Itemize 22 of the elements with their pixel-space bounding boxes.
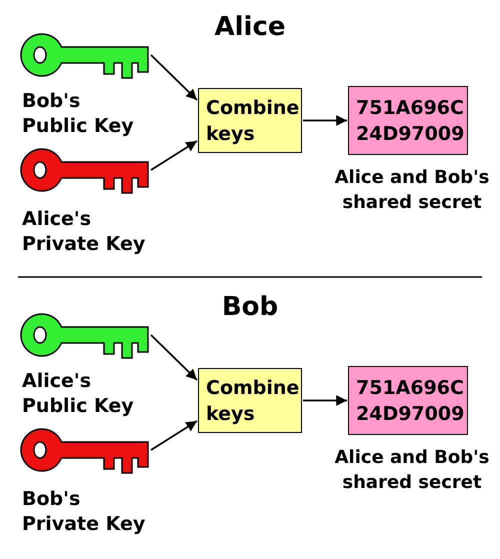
section-title: Alice [214, 11, 286, 44]
key-label: Alice's Public Key [22, 369, 135, 419]
key-label: Bob's Public Key [22, 89, 135, 139]
box-text: Combine keys [206, 96, 300, 146]
arrow [303, 115, 347, 126]
arrow [150, 54, 198, 101]
key-label: Bob's Private Key [22, 487, 146, 537]
text-box [198, 368, 302, 433]
arrow [150, 420, 198, 451]
arrow [150, 334, 198, 381]
node-label: Alice and Bob's shared secret [334, 166, 490, 215]
text-box [348, 366, 468, 435]
text-box [348, 86, 468, 155]
text-box [198, 88, 302, 153]
box-text: Combine keys [206, 376, 300, 426]
box-text: 751A696C 24D97009 [356, 376, 466, 426]
node-label: Alice and Bob's shared secret [334, 446, 490, 495]
box-text: 751A696C 24D97009 [356, 96, 466, 146]
arrow [150, 140, 198, 171]
section-title: Bob [220, 291, 280, 324]
key-label: Alice's Private Key [22, 207, 146, 257]
arrow [303, 395, 347, 406]
